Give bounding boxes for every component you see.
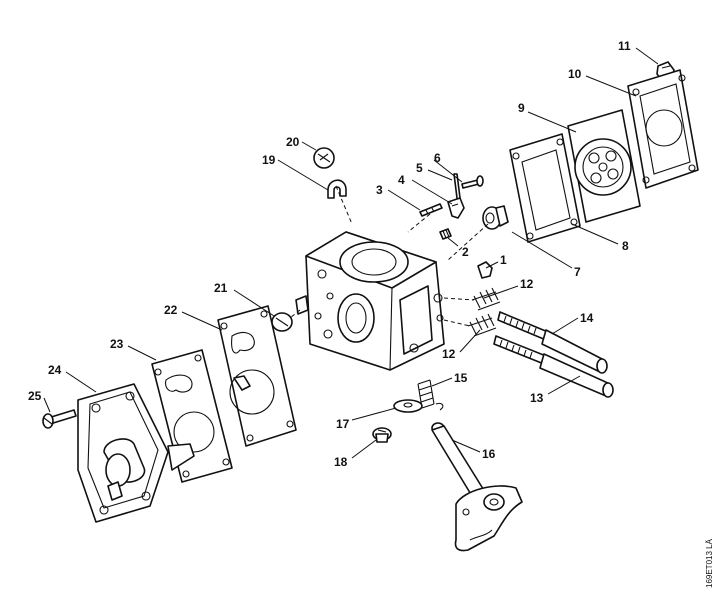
callout-12-lower: 12 xyxy=(442,347,456,361)
callout-5: 5 xyxy=(416,161,423,175)
part-4-lever xyxy=(447,197,465,219)
callout-6: 6 xyxy=(434,151,441,165)
leader-lines xyxy=(43,47,659,459)
part-25-screw xyxy=(42,409,77,429)
drawing-code: 169ET013 LÄ xyxy=(705,538,714,588)
part-23-diaphragm xyxy=(151,349,233,483)
part-2-spring xyxy=(439,228,452,240)
part-17-washer xyxy=(393,399,423,413)
part-18-screw xyxy=(372,427,392,443)
part-15-spring xyxy=(417,379,444,411)
part-19-clip xyxy=(327,179,347,199)
callout-18: 18 xyxy=(334,455,348,469)
part-9-diaphragm xyxy=(567,109,641,223)
callout-8: 8 xyxy=(622,239,629,253)
callout-13: 13 xyxy=(530,391,544,405)
part-7-fitting xyxy=(482,205,509,230)
callout-7: 7 xyxy=(574,265,581,279)
callout-1: 1 xyxy=(500,253,507,267)
callout-2: 2 xyxy=(462,245,469,259)
callout-17: 17 xyxy=(336,417,350,431)
callout-19: 19 xyxy=(262,153,276,167)
part-6-screw xyxy=(461,175,484,189)
part-12-spring-lower xyxy=(467,313,497,337)
part-12-spring-upper xyxy=(471,287,501,311)
callout-16: 16 xyxy=(482,447,496,461)
callout-3: 3 xyxy=(376,183,383,197)
callout-24: 24 xyxy=(48,363,62,377)
part-10-gasket xyxy=(627,69,699,189)
part-8-gasket xyxy=(509,133,581,243)
part-21-plug xyxy=(271,312,293,332)
part-24-pump-cover xyxy=(77,383,195,523)
callout-14: 14 xyxy=(580,311,594,325)
callout-15: 15 xyxy=(454,371,468,385)
callout-20: 20 xyxy=(286,135,300,149)
callout-23: 23 xyxy=(110,337,124,351)
callout-4: 4 xyxy=(398,173,405,187)
assembly-lines xyxy=(289,185,489,327)
part-16-throttle-lever xyxy=(431,422,523,552)
part-13-adjusting-screw xyxy=(493,335,614,398)
part-22-gasket xyxy=(217,305,297,447)
part-14-adjusting-screw xyxy=(497,311,608,374)
callout-21: 21 xyxy=(214,281,228,295)
callout-9: 9 xyxy=(518,101,525,115)
callout-10: 10 xyxy=(568,67,582,81)
callout-11: 11 xyxy=(618,39,631,53)
callout-12-upper: 12 xyxy=(520,277,534,291)
part-20-screw xyxy=(313,147,335,169)
callout-labels: 11 10 9 8 7 6 5 4 3 2 1 12 12 14 13 15 1… xyxy=(28,39,631,469)
part-1-cap xyxy=(477,261,493,279)
callout-22: 22 xyxy=(164,303,178,317)
part-3-needle xyxy=(419,203,443,217)
carburetor-body xyxy=(295,231,445,371)
callout-25: 25 xyxy=(28,389,42,403)
